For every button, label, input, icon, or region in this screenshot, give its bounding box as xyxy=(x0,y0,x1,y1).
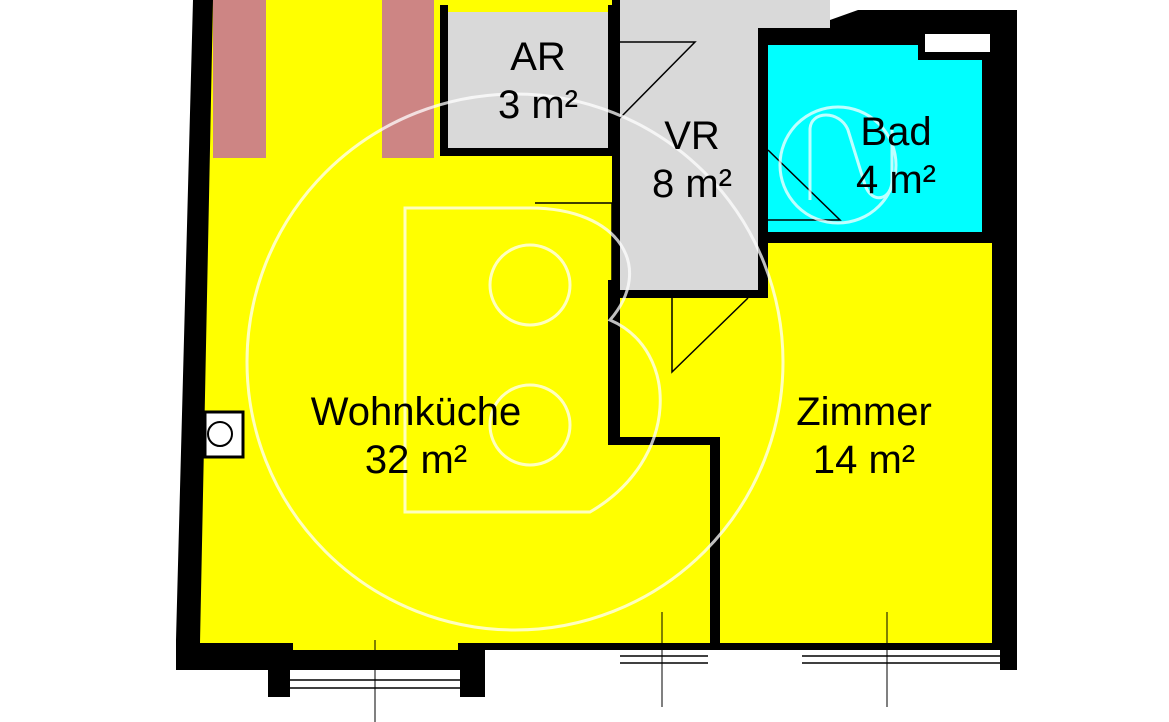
watermark-letter xyxy=(403,206,662,514)
chimney-right xyxy=(382,0,434,158)
door-kitchen xyxy=(535,202,613,280)
room-area-wohnkueche: 32 m² xyxy=(364,438,468,482)
wall-bad-bottom xyxy=(758,232,1008,243)
room-area-vr: 8 m² xyxy=(652,162,732,206)
room-bad xyxy=(768,45,982,232)
door-zimmer xyxy=(671,297,749,374)
room-label-wohnkueche: Wohnküche 32 m² xyxy=(286,388,546,484)
room-name-zimmer: Zimmer xyxy=(796,390,932,434)
watermark-inner-top xyxy=(488,243,572,327)
wall-right-column xyxy=(982,35,994,243)
watermark-n-circle xyxy=(778,105,898,225)
room-area-zimmer: 14 m² xyxy=(812,438,916,482)
room-label-vr: VR 8 m² xyxy=(632,112,752,208)
room-wohnkueche xyxy=(200,0,710,650)
door-bad xyxy=(767,149,842,221)
room-label-zimmer: Zimmer 14 m² xyxy=(764,388,964,484)
room-label-ar: AR 3 m² xyxy=(478,33,598,129)
room-name-vr: VR xyxy=(664,114,720,158)
watermark-n-letter xyxy=(808,113,894,200)
room-vr xyxy=(620,0,830,290)
room-name-bad: Bad xyxy=(860,110,932,154)
wall-vr-right xyxy=(758,28,768,298)
door-ar xyxy=(619,41,697,119)
interior-walls xyxy=(440,5,1008,650)
room-name-ar: AR xyxy=(510,35,566,79)
watermark-circle xyxy=(245,92,785,632)
bad-window xyxy=(925,34,990,52)
wall-bad-top xyxy=(758,35,1008,45)
window-zimmer xyxy=(802,650,1000,670)
shaft-icon xyxy=(207,421,233,447)
room-zimmer xyxy=(620,243,992,643)
windows xyxy=(290,612,1000,722)
door-swings xyxy=(535,41,842,374)
room-ar xyxy=(448,12,608,148)
room-area-ar: 3 m² xyxy=(498,83,578,127)
wall-zimmer-left xyxy=(710,437,720,650)
room-area-bad: 4 m² xyxy=(856,158,936,202)
room-label-bad: Bad 4 m² xyxy=(836,108,956,204)
wall-ar-bottom xyxy=(440,148,620,156)
room-name-wohnkueche: Wohnküche xyxy=(310,390,522,434)
wall-ar-left xyxy=(440,5,448,156)
chimney-left xyxy=(213,0,266,158)
wall-vr-bottom xyxy=(620,290,766,298)
watermark-inner-bottom xyxy=(488,383,572,467)
wall-kitchen-step xyxy=(608,437,720,445)
wall-ar-right xyxy=(608,5,616,156)
window-middle xyxy=(620,650,708,670)
watermark-logo xyxy=(245,92,898,632)
wall-vr-left xyxy=(608,280,620,445)
